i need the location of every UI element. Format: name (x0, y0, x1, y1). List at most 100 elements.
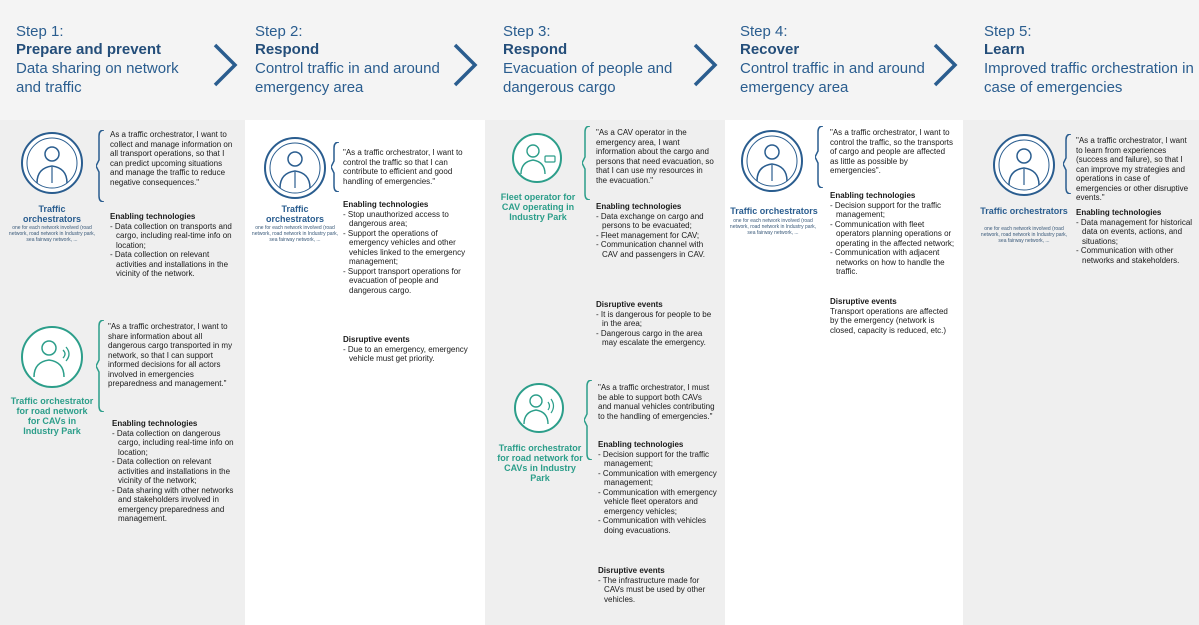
list-item: Decision support for the traffic managem… (598, 450, 718, 469)
step-2-column: Step 2: Respond Control traffic in and a… (245, 0, 485, 625)
step-1-header: Step 1: Prepare and prevent Data sharing… (0, 0, 245, 120)
step-3-name: Respond (503, 41, 568, 58)
section-heading: Enabling technologies (598, 440, 684, 449)
enabling-technologies: Enabling technologies Data exchange on c… (596, 202, 716, 259)
chevron-right-icon (693, 43, 718, 87)
step-1-label: Step 1: (16, 23, 64, 40)
list-item: Data management for historical data on e… (1076, 218, 1194, 247)
list-item: Data collection on relevant activities a… (112, 457, 238, 486)
list-item: Fleet management for CAV; (596, 231, 716, 241)
disruptive-events: Disruptive events It is dangerous for pe… (596, 300, 716, 348)
list-item: The infrastructure made for CAVs must be… (598, 576, 718, 605)
list-item: Support the operations of emergency vehi… (343, 229, 473, 267)
person-icon (991, 132, 1057, 198)
enabling-technologies: Enabling technologies Stop unauthorized … (343, 200, 473, 295)
step-3-header: Step 3: Respond Evacuation of people and… (485, 0, 725, 120)
person-wifi-icon (19, 324, 85, 390)
list-item: Communication with other networks and st… (1076, 246, 1194, 265)
list-item: Communication with emergency vehicle fle… (598, 488, 718, 517)
step-5-label: Step 5: (984, 23, 1032, 40)
list-item: Communication with fleet operators plann… (830, 220, 956, 249)
chevron-right-icon (453, 43, 478, 87)
persona-name: Fleet operator for CAV operating in Indu… (500, 192, 576, 222)
step-5-header: Step 5: Learn Improved traffic orchestra… (963, 0, 1199, 120)
section-heading: Disruptive events (830, 297, 897, 306)
persona-quote: "As a traffic orchestrator, I want to co… (830, 128, 954, 175)
list-item: Communication with emergency management; (598, 469, 718, 488)
enabling-technologies: Enabling technologies Data collection on… (112, 419, 238, 524)
list-item: Due to an emergency, emergency vehicle m… (343, 345, 473, 364)
list-item: Communication with vehicles doing evacua… (598, 516, 718, 535)
step-2-label: Step 2: (255, 23, 303, 40)
persona-name: Traffic orchestrator for road network fo… (10, 396, 94, 436)
persona-description: one for each network involved (road netw… (8, 225, 96, 243)
step-3-label: Step 3: (503, 23, 551, 40)
enabling-technologies: Enabling technologies Data management fo… (1076, 208, 1194, 265)
step-1-subtitle: Data sharing on network and traffic (16, 60, 179, 96)
step-3-body: Fleet operator for CAV operating in Indu… (485, 120, 725, 625)
enabling-technologies: Enabling technologies Data collection on… (110, 212, 238, 279)
step-2-subtitle: Control traffic in and around emergency … (255, 60, 440, 96)
persona-quote: "As a traffic orchestrator, I must be ab… (598, 383, 715, 421)
step-5-column: Step 5: Learn Improved traffic orchestra… (963, 0, 1199, 625)
persona-name: Traffic orchestrators (980, 206, 1068, 216)
list-item: Data exchange on cargo and persons to be… (596, 212, 716, 231)
quote-bracket (815, 126, 824, 188)
chevron-right-icon (213, 43, 238, 87)
section-heading: Disruptive events (343, 335, 410, 344)
list-item: Stop unauthorized access to dangerous ar… (343, 210, 473, 229)
person-icon (739, 128, 805, 194)
quote-bracket (584, 380, 593, 460)
step-4-column: Step 4: Recover Control traffic in and a… (725, 0, 963, 625)
list-item: Data collection on relevant activities a… (110, 250, 238, 279)
step-3-column: Step 3: Respond Evacuation of people and… (485, 0, 725, 625)
disruptive-events: Disruptive events Transport operations a… (830, 297, 956, 335)
list-item: Communication with adjacent networks on … (830, 248, 956, 277)
section-heading: Enabling technologies (596, 202, 682, 211)
step-1-body: Traffic orchestrators one for each netwo… (0, 120, 245, 625)
persona-description: one for each network involved (road netw… (980, 226, 1068, 244)
step-2-header: Step 2: Respond Control traffic in and a… (245, 0, 485, 120)
persona-name: Traffic orchestrator for road network fo… (497, 443, 583, 483)
step-2-body: Traffic orchestrators one for each netwo… (245, 120, 485, 625)
step-4-body: Traffic orchestrators one for each netwo… (725, 120, 963, 625)
section-heading: Enabling technologies (112, 419, 198, 428)
persona-quote: "As a CAV operator in the emergency area… (596, 128, 714, 185)
persona-quote: "As a traffic orchestrator, I want to sh… (108, 322, 233, 388)
quote-bracket (582, 126, 591, 200)
quote-bracket (96, 320, 105, 412)
list-item: Data sharing with other networks and sta… (112, 486, 238, 524)
step-4-header: Step 4: Recover Control traffic in and a… (725, 0, 963, 120)
step-3-subtitle: Evacuation of people and dangerous cargo (503, 60, 673, 96)
quote-bracket (331, 142, 340, 192)
persona-name: Traffic orchestrators (730, 206, 818, 216)
list-item: Decision support for the traffic managem… (830, 201, 956, 220)
chevron-right-icon (933, 43, 958, 87)
section-heading: Enabling technologies (830, 191, 916, 200)
step-4-label: Step 4: (740, 23, 788, 40)
step-5-name: Learn (984, 41, 1025, 58)
disruptive-text: Transport operations are affected by the… (830, 306, 948, 335)
section-heading: Enabling technologies (343, 200, 429, 209)
section-heading: Disruptive events (596, 300, 663, 309)
enabling-technologies: Enabling technologies Decision support f… (598, 440, 718, 535)
list-item: Communication channel with CAV and passe… (596, 240, 716, 259)
persona-name: Traffic orchestrators (265, 204, 325, 224)
step-2-name: Respond (255, 41, 320, 58)
enabling-technologies: Enabling technologies Decision support f… (830, 191, 956, 277)
step-4-name: Recover (740, 41, 800, 58)
list-item: Support transport operations for evacuat… (343, 267, 473, 296)
person-icon (262, 135, 328, 201)
persona-name: Traffic orchestrators (22, 204, 82, 224)
person-icon (19, 130, 85, 196)
list-item: It is dangerous for people to be in the … (596, 310, 716, 329)
persona-quote: "As a traffic orchestrator, I want to co… (343, 148, 463, 186)
step-4-subtitle: Control traffic in and around emergency … (740, 60, 925, 96)
person-wifi-icon (513, 382, 565, 434)
list-item: Data collection on transports and cargo,… (110, 222, 238, 251)
persona-quote: "As a traffic orchestrator, I want to le… (1076, 136, 1189, 202)
persona-quote: As a traffic orchestrator, I want to col… (110, 130, 233, 187)
step-1-column: Step 1: Prepare and prevent Data sharing… (0, 0, 245, 625)
disruptive-events: Disruptive events Due to an emergency, e… (343, 335, 473, 364)
list-item: Dangerous cargo in the area may escalate… (596, 329, 716, 348)
